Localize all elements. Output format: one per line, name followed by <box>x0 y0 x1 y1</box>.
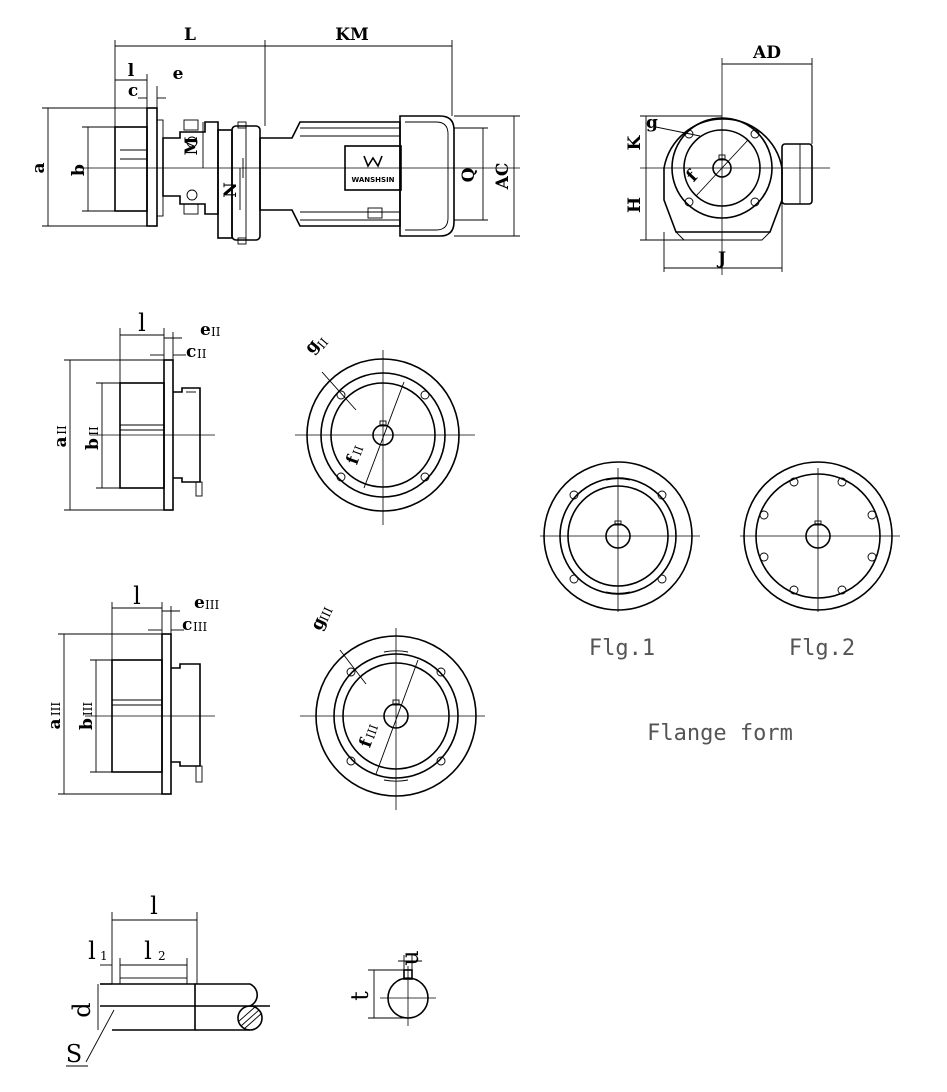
flange-iii-front-view: g III f III <box>300 605 485 810</box>
flange-iii-side-view: l e III c III a III b III <box>45 582 219 795</box>
label-b-ii: b <box>83 438 103 450</box>
label-a-iii-sub: III <box>49 702 63 716</box>
label-l-iii: l <box>133 582 141 610</box>
label-shaft-S: S <box>66 1040 82 1068</box>
label-e-iii-sub: III <box>205 598 219 612</box>
shaft-detail-view: l l 2 l 1 d S <box>66 892 270 1068</box>
motor-side-view: WANSHSIN L KM l c e a b M N <box>29 25 520 245</box>
label-L: L <box>184 25 196 45</box>
label-g-iii-sub: III <box>317 605 336 624</box>
label-c: c <box>128 81 138 101</box>
label-f-ii-sub: II <box>350 444 366 458</box>
label-N: N <box>221 182 241 198</box>
label-l: l <box>128 61 135 81</box>
label-key-u: u <box>396 950 424 965</box>
output-shaft <box>114 126 148 212</box>
label-a-ii-sub: II <box>55 425 69 435</box>
label-shaft-l1: l <box>88 937 96 965</box>
terminal-box <box>781 143 813 205</box>
label-e-iii: e <box>194 593 205 613</box>
label-K: K <box>625 134 645 150</box>
label-a-ii: a <box>51 436 71 447</box>
label-e-ii-sub: II <box>211 325 221 339</box>
keyway <box>119 977 188 985</box>
caption-flange-form: Flange form <box>647 721 793 746</box>
caption-fig2: Flg.2 <box>789 636 855 661</box>
label-shaft-l: l <box>150 892 158 920</box>
label-b-ii-sub: II <box>87 426 101 436</box>
label-a-iii: a <box>45 718 65 729</box>
motor-body <box>259 121 401 227</box>
label-AD: AD <box>752 43 781 63</box>
label-c-ii: c <box>186 342 196 362</box>
label-l-ii: l <box>138 309 146 337</box>
label-shaft-l2: l <box>144 937 152 965</box>
motor-rear-cover <box>399 115 455 237</box>
brand-logo-icon <box>363 155 383 168</box>
brand-plate <box>344 145 402 191</box>
end-shaft <box>712 158 732 178</box>
label-KM: KM <box>335 25 369 45</box>
label-f-iii-sub: III <box>363 722 381 740</box>
label-key-t: t <box>346 991 374 1001</box>
end-flange-outer <box>671 117 773 219</box>
shaft-body <box>112 983 196 1031</box>
label-shaft-l1-sub: 1 <box>100 949 108 963</box>
label-f: f <box>683 166 704 186</box>
label-b-iii-sub: III <box>81 702 95 716</box>
label-b: b <box>69 164 89 176</box>
label-c-ii-sub: II <box>197 347 207 361</box>
key-section-view: t u <box>346 950 436 1026</box>
label-Q: Q <box>459 167 479 182</box>
label-a: a <box>29 162 49 173</box>
motor-end-view: AD K H J g f <box>625 43 830 275</box>
figure-2-flange: Flg.2 <box>740 461 900 661</box>
label-g: g <box>646 113 658 133</box>
label-c-iii-sub: III <box>193 620 207 634</box>
label-c-iii: c <box>182 615 192 635</box>
end-flange-inner <box>683 129 761 207</box>
label-e-ii: e <box>200 320 211 340</box>
figure-1-flange: Flg.1 <box>540 461 700 661</box>
label-M: M <box>182 136 202 155</box>
flange-ii-front-view: g II f II <box>295 335 475 525</box>
label-J: J <box>716 249 726 269</box>
label-shaft-d: d <box>68 1002 96 1017</box>
label-b-iii: b <box>77 718 97 730</box>
end-housing <box>663 118 783 233</box>
label-shaft-l2-sub: 2 <box>158 949 166 963</box>
output-flange <box>146 107 158 227</box>
flange-ii-side-view: l e II c II a II b II <box>51 309 221 511</box>
brand-name: WANSHSIN <box>351 176 394 184</box>
label-e: e <box>173 64 184 84</box>
label-H: H <box>625 197 645 213</box>
label-AC: AC <box>493 163 513 191</box>
caption-fig1: Flg.1 <box>589 636 655 661</box>
